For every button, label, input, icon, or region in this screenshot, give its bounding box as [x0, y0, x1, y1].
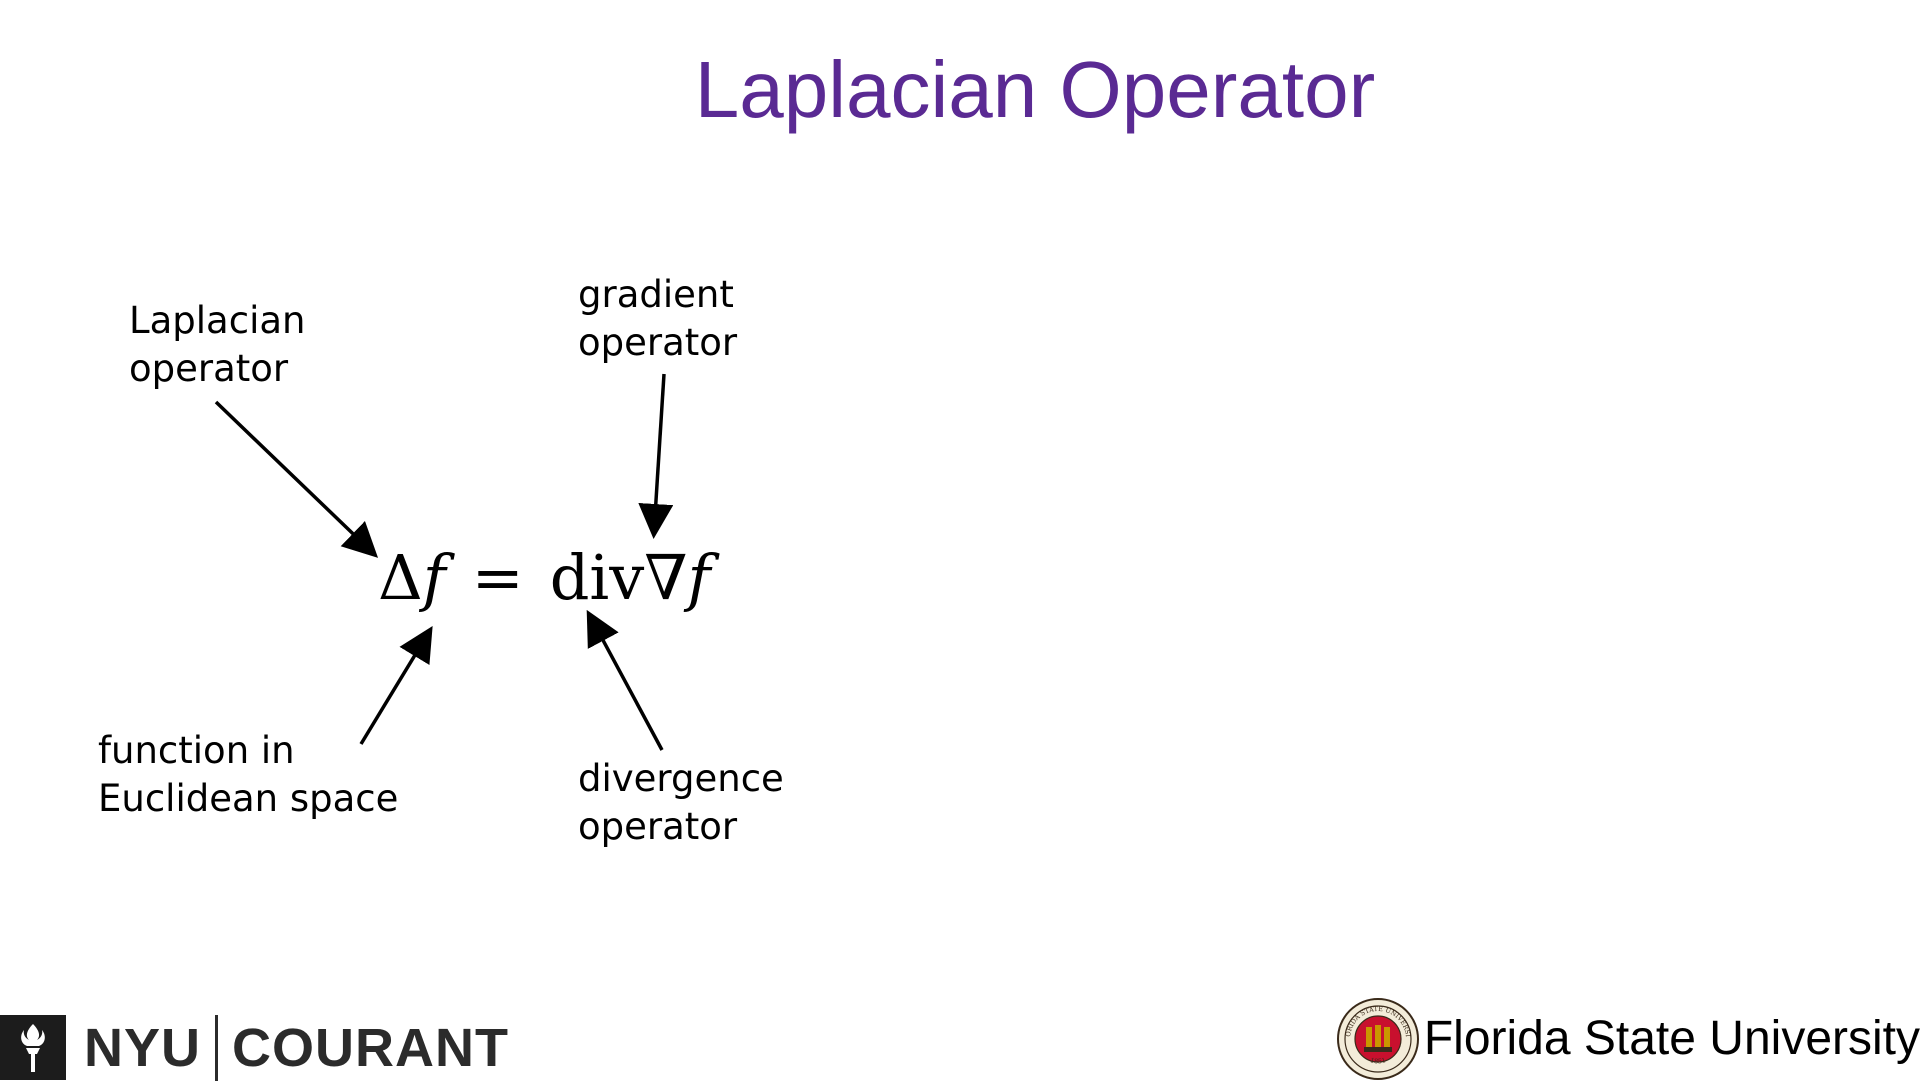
- laplacian-formula: Δf=div∇f: [378, 540, 710, 616]
- laplacian-label-line2: operator: [129, 347, 289, 390]
- divergence-operator-label: divergence operator: [578, 755, 784, 851]
- formula-nabla: ∇: [644, 541, 688, 614]
- courant-wordmark: COURANT: [232, 1017, 509, 1078]
- fsu-wordmark: Florida State University: [1423, 1012, 1920, 1065]
- logo-divider: [215, 1014, 219, 1081]
- laplacian-arrow: [214, 400, 379, 558]
- slide-title: Laplacian Operator: [694, 45, 1376, 134]
- svg-text:1851: 1851: [1369, 1056, 1386, 1065]
- laplacian-operator-label: Laplacian operator: [129, 297, 305, 393]
- divergence-label-line2: operator: [578, 805, 738, 848]
- fsu-seal-icon: FLORIDA STATE UNIVERSITY 1851: [1336, 997, 1419, 1080]
- formula-div: div: [549, 541, 645, 614]
- divergence-arrow: [586, 609, 664, 751]
- fsu-logo: FLORIDA STATE UNIVERSITY 1851 Florida St…: [1336, 997, 1920, 1080]
- nyu-wordmark: NYU: [84, 1017, 202, 1078]
- formula-delta: Δ: [378, 541, 423, 614]
- torch-icon: [0, 1015, 66, 1080]
- nyu-courant-logo: NYU COURANT: [0, 1014, 509, 1081]
- formula-f-left: f: [422, 541, 446, 614]
- gradient-label-line2: operator: [578, 321, 738, 364]
- function-label-line1: function in: [98, 729, 295, 772]
- gradient-label-line1: gradient: [578, 273, 734, 316]
- gradient-arrow: [638, 373, 674, 539]
- laplacian-label-line1: Laplacian: [129, 299, 306, 342]
- function-label-line2: Euclidean space: [98, 777, 399, 820]
- gradient-operator-label: gradient operator: [578, 271, 737, 367]
- function-label: function in Euclidean space: [98, 727, 398, 823]
- formula-f-right: f: [687, 541, 711, 614]
- divergence-label-line1: divergence: [578, 757, 784, 800]
- formula-equals: =: [471, 541, 524, 614]
